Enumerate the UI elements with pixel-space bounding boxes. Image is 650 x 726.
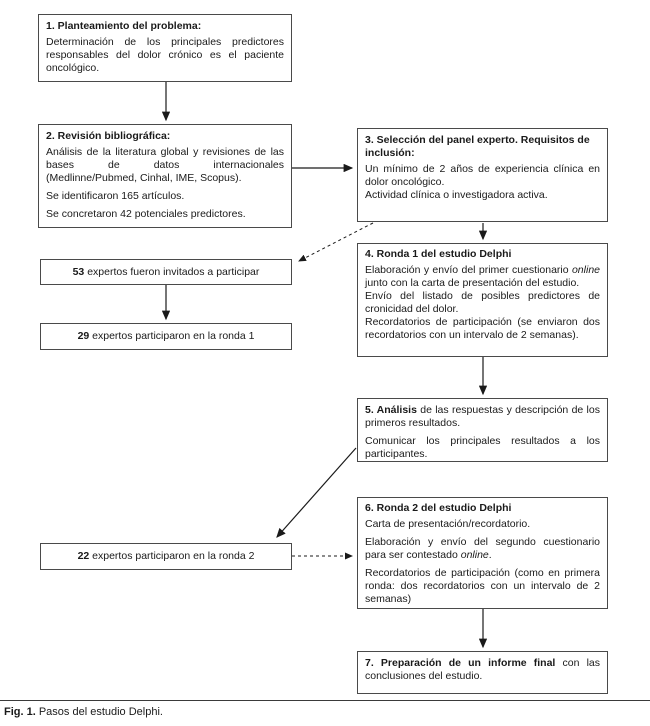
step6-box: 6. Ronda 2 del estudio Delphi Carta de p… <box>357 497 608 609</box>
step4-box: 4. Ronda 1 del estudio Delphi Elaboració… <box>357 243 608 357</box>
figure-caption-label: Fig. 1. <box>4 706 36 718</box>
step5-paragraph-1: 5. Análisis de las respuestas y descripc… <box>365 404 600 429</box>
step2-paragraph-2: Se identificaron 165 artículos. <box>46 190 185 202</box>
step6-paragraph-1: Carta de presentación/recordatorio. <box>365 518 531 530</box>
step4-paragraph-3: Recordatorios de participación (se envia… <box>365 316 600 341</box>
step5-box: 5. Análisis de las respuestas y descripc… <box>357 398 608 462</box>
step1-box: 1. Planteamiento del problema: Determina… <box>38 14 292 82</box>
step4-title: 4. Ronda 1 del estudio Delphi <box>365 248 512 260</box>
figure-caption: Fig. 1. Pasos del estudio Delphi. <box>4 706 163 719</box>
step7-body: 7. Preparación de un informe final con l… <box>365 657 600 682</box>
experts22-box: 22 expertos participaron en la ronda 2 <box>40 543 292 570</box>
step6-paragraph-3: Recordatorios de participación (como en … <box>365 567 600 605</box>
arrow-step5-to-experts22 <box>276 447 357 538</box>
experts22-label: 22 expertos participaron en la ronda 2 <box>77 550 255 562</box>
step3-title: 3. Selección del panel experto. Requisit… <box>365 134 590 159</box>
online-italic: online <box>460 549 489 561</box>
step6-paragraph-2: Elaboración y envío del segundo cuestion… <box>365 536 600 561</box>
step3-box: 3. Selección del panel experto. Requisit… <box>357 128 608 222</box>
caption-divider <box>0 700 650 701</box>
step3-paragraph-2: Actividad clínica o investigadora activa… <box>365 189 548 201</box>
online-italic: online <box>571 264 600 276</box>
experts29-label: 29 expertos participaron en la ronda 1 <box>77 330 255 342</box>
step4-paragraph-1: Elaboración y envío del primer cuestiona… <box>365 264 600 289</box>
step6-title: 6. Ronda 2 del estudio Delphi <box>365 502 512 514</box>
step2-box: 2. Revisión bibliográfica: Análisis de l… <box>38 124 292 228</box>
step2-paragraph-1: Análisis de la literatura global y revis… <box>46 146 284 184</box>
step1-title: 1. Planteamiento del problema: <box>46 20 202 32</box>
step4-paragraph-2: Envío del listado de posibles predictore… <box>365 290 600 315</box>
experts53-box: 53 expertos fueron invitados a participa… <box>40 259 292 285</box>
step7-box: 7. Preparación de un informe final con l… <box>357 651 608 694</box>
figure-caption-text: Pasos del estudio Delphi. <box>35 706 163 718</box>
experts53-label: 53 expertos fueron invitados a participa… <box>72 265 260 278</box>
experts29-box: 29 expertos participaron en la ronda 1 <box>40 323 292 350</box>
step1-body: Determinación de los principales predict… <box>46 36 284 74</box>
step5-paragraph-2: Comunicar los principales resultados a l… <box>365 435 600 460</box>
step2-paragraph-3: Se concretaron 42 potenciales predictore… <box>46 208 246 220</box>
step3-paragraph-1: Un mínimo de 2 años de experiencia clíni… <box>365 163 600 188</box>
step2-title: 2. Revisión bibliográfica: <box>46 130 171 142</box>
